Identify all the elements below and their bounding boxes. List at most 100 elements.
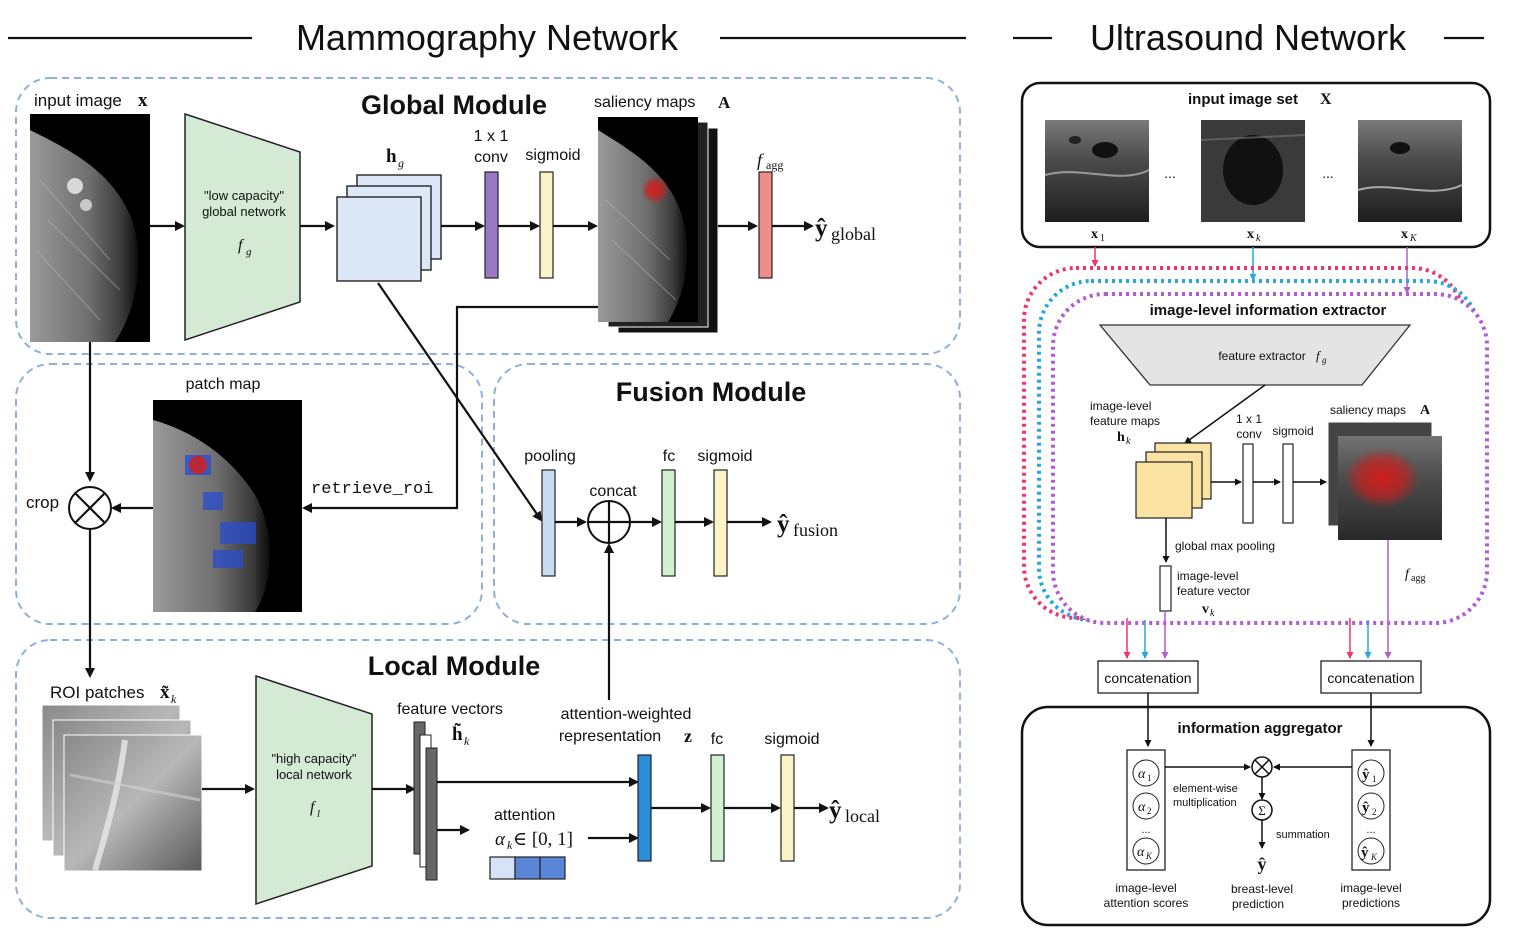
global-module-title: Global Module	[361, 90, 547, 120]
hk-symbol: h	[1117, 430, 1125, 445]
us-sigmoid-label: sigmoid	[1272, 424, 1313, 438]
pooling-label: pooling	[524, 448, 576, 465]
ultrasound-title: Ultrasound Network	[1090, 17, 1407, 58]
xK-sub: K	[1409, 233, 1418, 244]
svg-text:α: α	[1137, 845, 1145, 860]
us-fagg-sub: agg	[1411, 573, 1425, 584]
concat-operator	[587, 500, 631, 544]
conv-label-1: 1 x 1	[474, 128, 509, 145]
xk-sub: k	[1256, 233, 1261, 244]
roi-patches-label: ROI patches	[50, 683, 145, 702]
us-conv-label-1: 1 x 1	[1236, 412, 1262, 426]
global-module-border	[15, 77, 961, 355]
input-image-set-symbol: X	[1320, 91, 1332, 108]
retrieve-roi-label: retrieve_roi	[311, 480, 433, 499]
fagg-symbol: f	[757, 150, 765, 170]
roi-symbol: x̃	[160, 682, 170, 703]
local-sigmoid-label: sigmoid	[764, 731, 819, 748]
fusion-sigmoid-layer	[713, 469, 728, 577]
hk-sub: k	[1126, 436, 1131, 447]
xK-label: x	[1401, 227, 1408, 242]
input-mammogram-image	[30, 114, 150, 342]
fusion-fc-label: fc	[663, 448, 675, 465]
svg-text:K: K	[1145, 851, 1153, 861]
breast-level-output: ŷ	[1258, 854, 1267, 874]
crop-operator	[68, 486, 112, 530]
local-fc-layer	[710, 754, 725, 862]
attention-alpha: α	[495, 829, 506, 850]
attention-range: ∈ [0, 1]	[513, 829, 573, 850]
svg-text:1: 1	[1372, 774, 1377, 784]
local-sigmoid-layer	[780, 754, 795, 862]
us-sigmoid-layer	[1282, 443, 1294, 524]
ultrasound-header: Ultrasound Network	[1013, 17, 1484, 58]
alpha-ellipsis: ...	[1141, 824, 1150, 836]
concatenation-right-label: concatenation	[1327, 670, 1414, 686]
us-saliency-map-stack	[1327, 421, 1442, 540]
xk-label: x	[1247, 227, 1254, 242]
svg-text:K: K	[1370, 852, 1378, 862]
y-global-symbol: ŷ	[815, 215, 828, 242]
attention-weighted-label-1: attention-weighted	[561, 706, 692, 723]
svg-text:feature extractor: feature extractor	[1218, 349, 1305, 363]
us-fagg-symbol: f	[1405, 567, 1411, 582]
y-global-sub: global	[831, 224, 876, 244]
preds-label-2: predictions	[1342, 896, 1400, 910]
hg-feature-maps: h g	[336, 146, 442, 282]
svg-text:ŷ: ŷ	[1362, 767, 1370, 783]
z-layer	[637, 754, 652, 862]
global-sigmoid-label: sigmoid	[525, 147, 580, 164]
global-conv-layer	[484, 171, 499, 279]
extractor-title: image-level information extractor	[1150, 302, 1387, 319]
global-sigmoid-layer	[539, 171, 554, 279]
svg-text:local network: local network	[276, 767, 352, 782]
concatenation-box-left	[1097, 660, 1199, 694]
concatenation-box-right	[1320, 660, 1422, 694]
patch-area-border	[15, 363, 483, 625]
ilfv-label-1: image-level	[1177, 569, 1238, 583]
svg-text:l: l	[317, 808, 320, 820]
fv-sub: k	[464, 734, 470, 748]
feature-vectors-label: feature vectors	[397, 701, 503, 718]
y-local-sub: local	[845, 806, 880, 826]
fusion-module-title: Fusion Module	[616, 377, 806, 407]
elementwise-label-1: element-wise	[1173, 783, 1238, 795]
y-fusion-symbol: ŷ	[777, 511, 790, 538]
saliency-maps-label: saliency maps	[594, 94, 695, 111]
us-conv-label-2: conv	[1236, 427, 1261, 441]
local-module-title: Local Module	[368, 651, 541, 681]
multiply-operator	[1251, 756, 1273, 778]
fagg-sub: agg	[766, 158, 783, 172]
svg-text:f: f	[310, 799, 317, 816]
high-capacity-local-network: "high capacity" local network f l	[255, 674, 373, 906]
summation-label: summation	[1276, 829, 1330, 841]
summation-operator: Σ	[1251, 799, 1273, 821]
svg-text:global network: global network	[202, 204, 286, 219]
svg-text:g: g	[1322, 355, 1327, 365]
svg-text:ŷ: ŷ	[1361, 845, 1369, 861]
us-ellipsis-1: ...	[1164, 165, 1176, 181]
roi-patches-stack	[41, 704, 203, 872]
concat-label: concat	[589, 483, 637, 500]
us-image-x1	[1044, 120, 1150, 222]
svg-text:g: g	[246, 246, 252, 258]
us-ellipsis-2: ...	[1322, 165, 1334, 181]
y-local-symbol: ŷ	[829, 797, 842, 824]
att-scores-label-2: attention scores	[1104, 896, 1189, 910]
attention-sub: k	[507, 838, 513, 852]
pooling-layer	[541, 469, 556, 577]
saliency-maps-symbol: A	[718, 93, 731, 112]
us-image-xk	[1200, 120, 1306, 222]
aggregator-title: information aggregator	[1177, 720, 1342, 737]
alpha-2: α 2	[1132, 792, 1160, 820]
svg-text:Σ: Σ	[1258, 803, 1266, 818]
ilfm-label-1: image-level	[1090, 399, 1151, 413]
fusion-sigmoid-label: sigmoid	[697, 448, 752, 465]
elementwise-label-2: multiplication	[1173, 797, 1237, 809]
svg-text:"high capacity": "high capacity"	[271, 751, 356, 766]
input-image-label: input image	[34, 91, 122, 110]
x1-sub: 1	[1100, 233, 1105, 244]
input-image-set-label: input image set	[1188, 91, 1298, 108]
crop-label: crop	[26, 493, 59, 512]
